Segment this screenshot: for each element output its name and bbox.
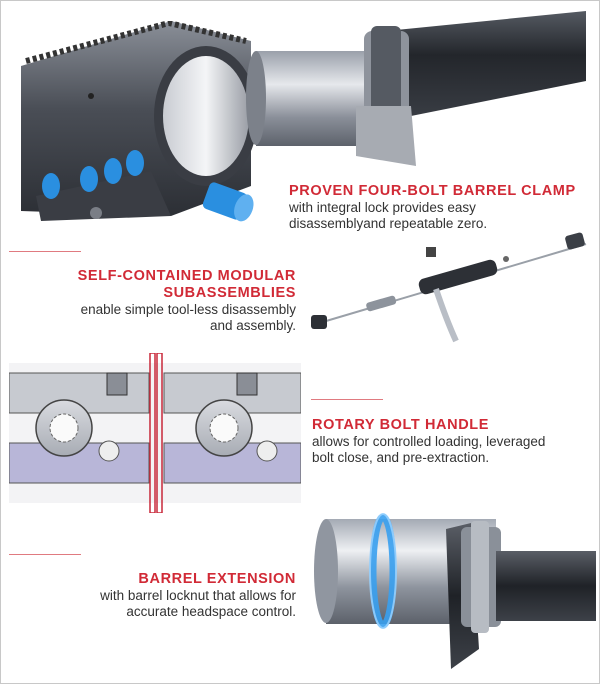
feature-desc-line: enable simple tool-less disassembly <box>80 302 296 317</box>
feature-title: PROVEN FOUR-BOLT BARREL CLAMP <box>289 183 576 199</box>
barrel-clamp-illustration <box>21 21 258 222</box>
feature-desc-line: disassemblyand repeatable zero. <box>289 216 488 231</box>
feature-title: BARREL EXTENSION <box>138 571 296 587</box>
feature-desc-line: bolt close, and pre-extraction. <box>312 450 490 465</box>
feature-desc-line: allows for controlled loading, leveraged <box>312 434 546 449</box>
feature-rotary-bolt-handle: ROTARY BOLT HANDLE allows for controlled… <box>312 417 597 466</box>
feature-desc-line: and assembly. <box>209 318 296 333</box>
rotary-bolt-cutaway-illustration <box>9 353 301 513</box>
feature-title-line: SUBASSEMBLIES <box>163 285 296 301</box>
feature-desc-line: with barrel locknut that allows for <box>100 588 296 603</box>
section-divider <box>311 399 383 400</box>
feature-barrel-clamp: PROVEN FOUR-BOLT BARREL CLAMP with integ… <box>289 183 589 232</box>
feature-barrel-extension: BARREL EXTENSION with barrel locknut tha… <box>11 571 296 620</box>
barrel-extension-illustration <box>314 513 596 669</box>
modular-subassembly-illustration <box>311 232 587 343</box>
section-divider <box>9 251 81 252</box>
barrel-clamp-lock-illustration <box>246 11 586 166</box>
feature-desc-line: accurate headspace control. <box>126 604 296 619</box>
section-divider <box>9 554 81 555</box>
feature-title: ROTARY BOLT HANDLE <box>312 417 490 433</box>
feature-modular-subassemblies: SELF-CONTAINED MODULAR SUBASSEMBLIES ena… <box>11 268 296 334</box>
feature-desc-line: with integral lock provides easy <box>289 200 476 215</box>
feature-title-line: SELF-CONTAINED MODULAR <box>77 268 296 284</box>
